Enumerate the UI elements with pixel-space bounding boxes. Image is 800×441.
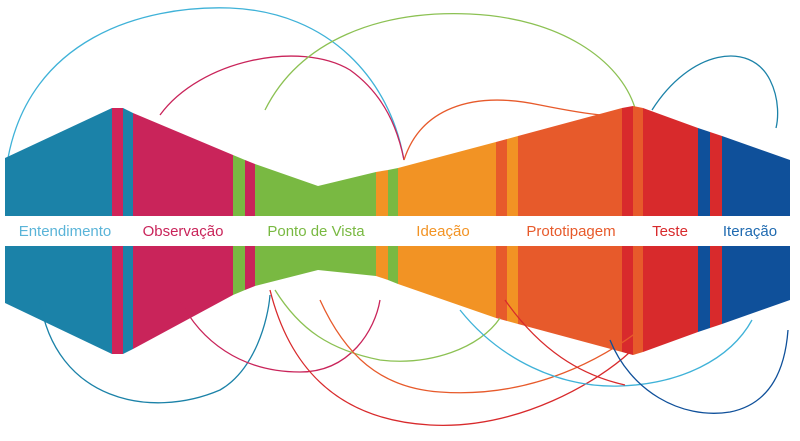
connector-curve-teste-iteracao <box>651 55 779 129</box>
stage-label-prototipagem: Prototipagem <box>526 223 615 240</box>
stage-label-entendimento: Entendimento <box>19 223 112 240</box>
connector-curve-bottom-ideacao-orange <box>319 299 641 394</box>
stage-label-ideacao: Ideação <box>416 223 469 240</box>
label-band <box>0 216 800 246</box>
stage-label-observacao: Observação <box>143 223 224 240</box>
connector-curve-bottom-pontodevista <box>274 289 501 362</box>
connector-curve-entendimento-ideacao <box>7 7 405 161</box>
connector-curve-bottom-ideacao-red <box>269 289 631 426</box>
connector-curve-pontodevista-teste <box>264 13 636 111</box>
connector-curves-back <box>7 7 779 161</box>
stage-label-teste: Teste <box>652 223 688 240</box>
connector-curves-front <box>39 289 789 426</box>
stage-label-iteracao: Iteração <box>723 223 777 240</box>
stage-labels: Entendimento Observação Ponto de Vista I… <box>19 223 777 240</box>
connector-curve-bottom-observacao <box>179 299 381 373</box>
connector-curve-bottom-entendimento <box>39 294 271 404</box>
connector-curve-observacao-pontodevista <box>159 55 405 161</box>
connector-curve-bottom-prototipagem <box>459 309 753 387</box>
connector-curve-bottom-prototipagem-2 <box>504 299 626 386</box>
stage-label-ponto-de-vista: Ponto de Vista <box>267 223 365 240</box>
connector-curve-bottom-teste <box>609 329 789 414</box>
